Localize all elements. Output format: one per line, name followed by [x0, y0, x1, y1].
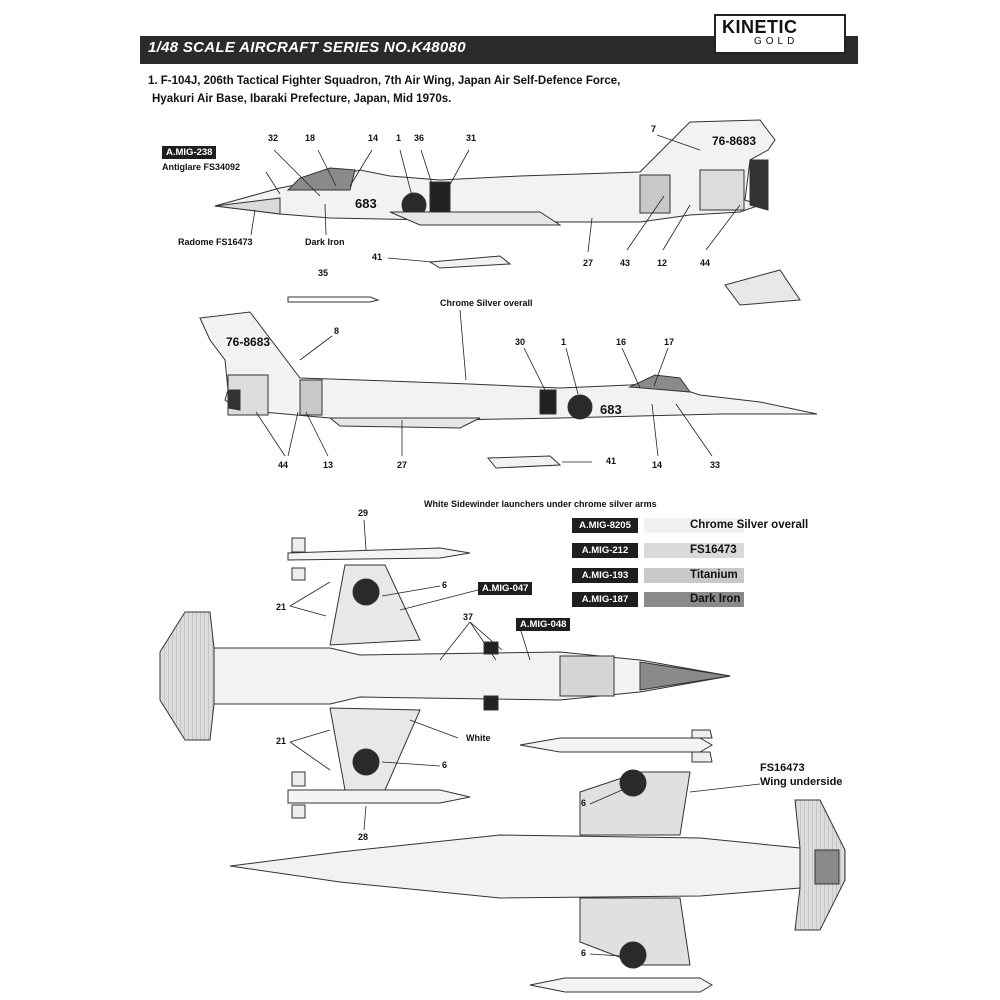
callout-12: 12	[657, 258, 668, 268]
callout-21-top: 21	[276, 602, 287, 612]
callout-7: 7	[651, 124, 657, 134]
kinetic-logo: KINETIC GOLD	[714, 14, 846, 54]
side-view-left	[214, 119, 801, 306]
callout-35: 35	[318, 268, 329, 278]
callout-43: 43	[620, 258, 631, 268]
callout-6-under-bottom: 6	[581, 948, 587, 958]
callout-lines-1	[250, 134, 741, 263]
callout-31: 31	[466, 133, 477, 143]
paint-code-a-mig-047: A.MIG-047	[478, 582, 533, 595]
callout-18: 18	[305, 133, 316, 143]
callout-1: 1	[396, 133, 402, 143]
antiglare-label: Antiglare FS34092	[162, 162, 241, 172]
legend-swatch	[644, 568, 744, 583]
callout-44: 44	[700, 258, 711, 268]
callout-27b: 27	[397, 460, 408, 470]
callout-30: 30	[515, 337, 526, 347]
wing-underside-note: Wing underside	[760, 776, 843, 788]
callout-36: 36	[414, 133, 425, 143]
serial-number-2: 683	[600, 402, 622, 417]
tail-code-2: 76-8683	[226, 335, 270, 349]
callout-41b: 41	[606, 456, 617, 466]
legend-label: Chrome Silver overall	[690, 519, 809, 531]
radome-label: Radome FS16473	[178, 237, 253, 247]
legend-label: Dark Iron	[690, 593, 741, 605]
callout-lines-2	[255, 309, 713, 463]
callout-6-bottom: 6	[442, 760, 448, 770]
serial-number-1: 683	[355, 196, 377, 211]
paint-code-a-mig-048: A.MIG-048	[516, 618, 571, 631]
callout-14b: 14	[652, 460, 663, 470]
aircraft-description: 1. F-104J, 206th Tactical Fighter Squadr…	[148, 72, 848, 108]
page-title: 1/48 SCALE AIRCRAFT SERIES NO.K48080	[148, 39, 466, 56]
logo-text-bottom: GOLD	[754, 36, 799, 47]
legend-swatch	[644, 543, 744, 558]
callout-1b: 1	[561, 337, 567, 347]
side-view-right	[199, 296, 818, 469]
callout-41: 41	[372, 252, 383, 262]
dark-iron-label: Dark Iron	[305, 237, 345, 247]
callout-32: 32	[268, 133, 279, 143]
callout-lines-3	[289, 519, 531, 831]
bottom-view	[229, 729, 846, 993]
fs16473-note: FS16473	[760, 762, 805, 774]
paint-code-a-mig-238: A.MIG-238	[162, 146, 217, 159]
callout-29: 29	[358, 508, 369, 518]
callout-6-top: 6	[442, 580, 448, 590]
tail-code-1: 76-8683	[712, 134, 756, 148]
description-line-1: 1. F-104J, 206th Tactical Fighter Squadr…	[148, 75, 621, 87]
chrome-silver-overall-label: Chrome Silver overall	[440, 298, 533, 308]
legend-code: A.MIG-193	[572, 568, 638, 583]
description-line-2: Hyakuri Air Base, Ibaraki Prefecture, Ja…	[152, 93, 452, 105]
callout-27: 27	[583, 258, 594, 268]
callout-13: 13	[323, 460, 334, 470]
callout-lines-4	[589, 783, 761, 957]
logo-text-top: KINETIC	[722, 17, 798, 37]
callout-14: 14	[368, 133, 379, 143]
legend-code: A.MIG-212	[572, 543, 638, 558]
white-label: White	[466, 733, 491, 743]
callout-8: 8	[334, 326, 340, 336]
callout-17: 17	[664, 337, 675, 347]
top-view	[159, 537, 731, 819]
legend-swatch	[644, 518, 744, 533]
callout-44b: 44	[278, 460, 289, 470]
callout-21-bottom: 21	[276, 736, 287, 746]
legend-code: A.MIG-8205	[572, 518, 638, 533]
callout-33: 33	[710, 460, 721, 470]
legend-label: Titanium	[690, 569, 738, 581]
sidewinder-note: White Sidewinder launchers under chrome …	[424, 499, 657, 509]
callout-16: 16	[616, 337, 627, 347]
legend-code: A.MIG-187	[572, 592, 638, 607]
legend-swatch	[644, 592, 744, 607]
callout-37: 37	[463, 612, 474, 622]
legend-label: FS16473	[690, 544, 737, 556]
callout-28: 28	[358, 832, 369, 842]
callout-6-under-top: 6	[581, 798, 587, 808]
